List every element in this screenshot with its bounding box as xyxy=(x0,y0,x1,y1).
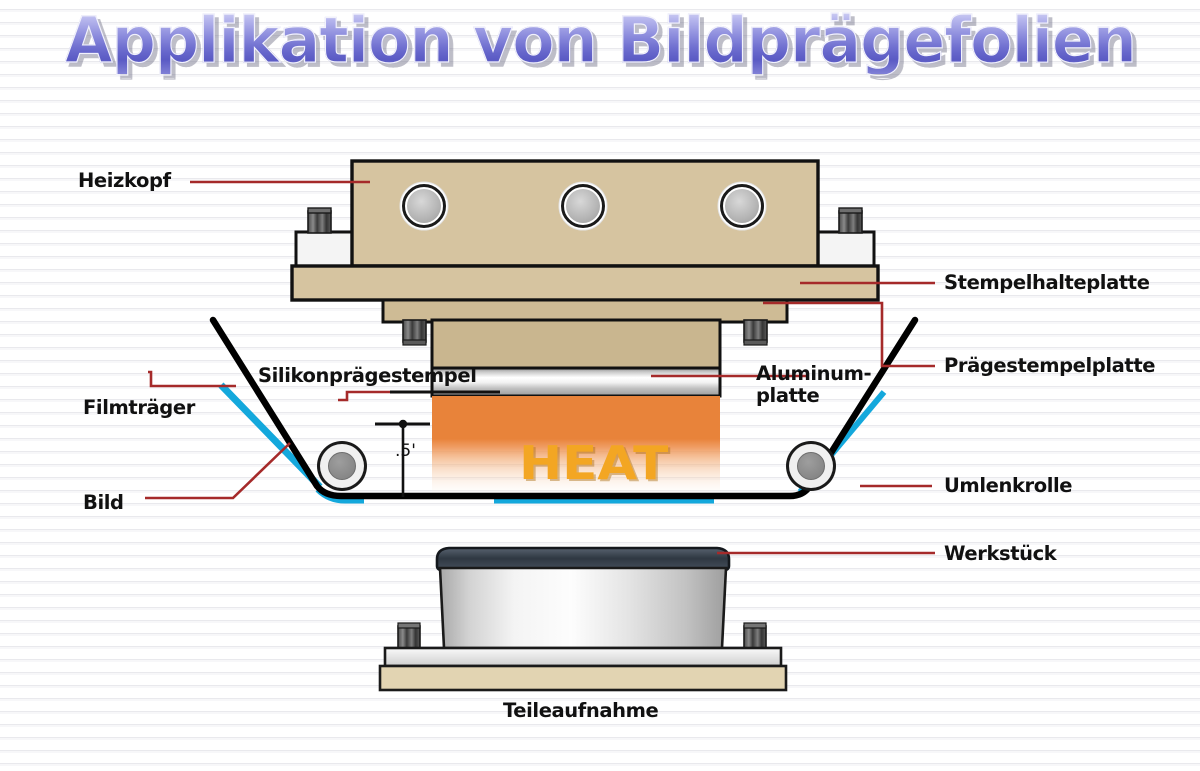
stamp-plate-bolt-left xyxy=(402,319,427,346)
label-heizkopf: Heizkopf xyxy=(78,169,171,192)
heater-hole-right xyxy=(717,181,767,231)
gap-dimension-value: .5' xyxy=(395,441,416,461)
leader-filmtraeger xyxy=(148,370,236,388)
leader-bild xyxy=(145,442,291,500)
fixture-bolt-right xyxy=(743,622,767,651)
pointer-ticks xyxy=(375,390,500,426)
heat-indicator-label: HEAT xyxy=(519,436,669,490)
fixture-upper-plate xyxy=(383,646,783,668)
bracket-bolt-left xyxy=(307,207,332,234)
label-aluminumplatte: Aluminum- platte xyxy=(756,362,872,407)
heating-head-group xyxy=(290,159,880,498)
part-fixture-group xyxy=(378,622,788,692)
stamp-carrier-block xyxy=(430,318,722,370)
label-teileaufnahme: Teileaufnahme xyxy=(503,699,659,722)
fixture-bolt-left xyxy=(397,622,421,651)
label-filmtraeger: Filmträger xyxy=(83,396,195,419)
heater-hole-center xyxy=(558,181,608,231)
bracket-bolt-right xyxy=(838,207,863,234)
workpiece-body xyxy=(438,566,728,650)
label-silikonpraegestempel: Silikonprägestempel xyxy=(258,364,477,387)
label-werkstueck: Werkstück xyxy=(944,542,1057,565)
silicone-stamp xyxy=(432,396,720,498)
roller-left xyxy=(317,441,367,491)
stamp-holder-plate xyxy=(290,264,880,302)
stamp-plate-bolt-right xyxy=(743,319,768,346)
fixture-base-plate xyxy=(378,664,788,692)
label-bild: Bild xyxy=(83,491,124,514)
heater-hole-left xyxy=(399,181,449,231)
label-stempelhalteplatte: Stempelhalteplatte xyxy=(944,271,1150,294)
leader-praegestempelplatte xyxy=(763,301,935,368)
label-praegestempelplatte: Prägestempelplatte xyxy=(944,354,1156,377)
roller-right xyxy=(786,441,836,491)
label-umlenkrolle: Umlenkrolle xyxy=(944,474,1073,497)
workpiece-group xyxy=(435,546,731,650)
